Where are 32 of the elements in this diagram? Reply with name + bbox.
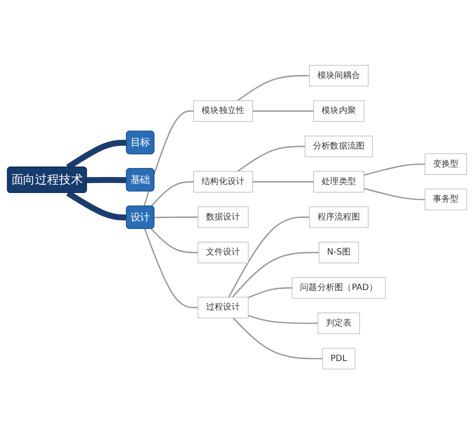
connector bbox=[248, 287, 292, 298]
node-box: 模块内聚 bbox=[313, 100, 364, 122]
node-box: 处理类型 bbox=[313, 170, 364, 192]
connector bbox=[252, 110, 314, 112]
node-box: 变换型 bbox=[424, 153, 468, 175]
node-box: 判定表 bbox=[318, 312, 360, 334]
node-box: 事务型 bbox=[424, 188, 468, 210]
connector bbox=[150, 180, 194, 206]
node-box: 模块独立性 bbox=[193, 100, 253, 122]
connector bbox=[248, 314, 318, 324]
connector bbox=[86, 176, 127, 183]
connector bbox=[144, 228, 198, 308]
connector bbox=[364, 163, 426, 176]
node-box: 分析数据流图 bbox=[304, 136, 373, 157]
connector bbox=[237, 146, 306, 172]
connector bbox=[364, 188, 426, 200]
connector bbox=[232, 252, 320, 298]
connector bbox=[154, 216, 198, 218]
node-box: 结构化设计 bbox=[193, 170, 253, 192]
node-box: PDL bbox=[322, 348, 356, 370]
connector bbox=[237, 74, 310, 102]
node-box: 过程设计 bbox=[198, 296, 249, 318]
node-box: 模块间耦合 bbox=[309, 64, 369, 86]
connector bbox=[150, 228, 198, 254]
node-box: N-S图 bbox=[318, 242, 359, 264]
node-box: 文件设计 bbox=[198, 242, 249, 264]
node-box: 数据设计 bbox=[198, 206, 249, 228]
node-box: 程序流程图 bbox=[309, 206, 369, 228]
connector bbox=[228, 216, 310, 298]
connector bbox=[252, 180, 314, 182]
node-box: 问题分析图（PAD） bbox=[292, 277, 386, 298]
connector bbox=[232, 317, 323, 360]
